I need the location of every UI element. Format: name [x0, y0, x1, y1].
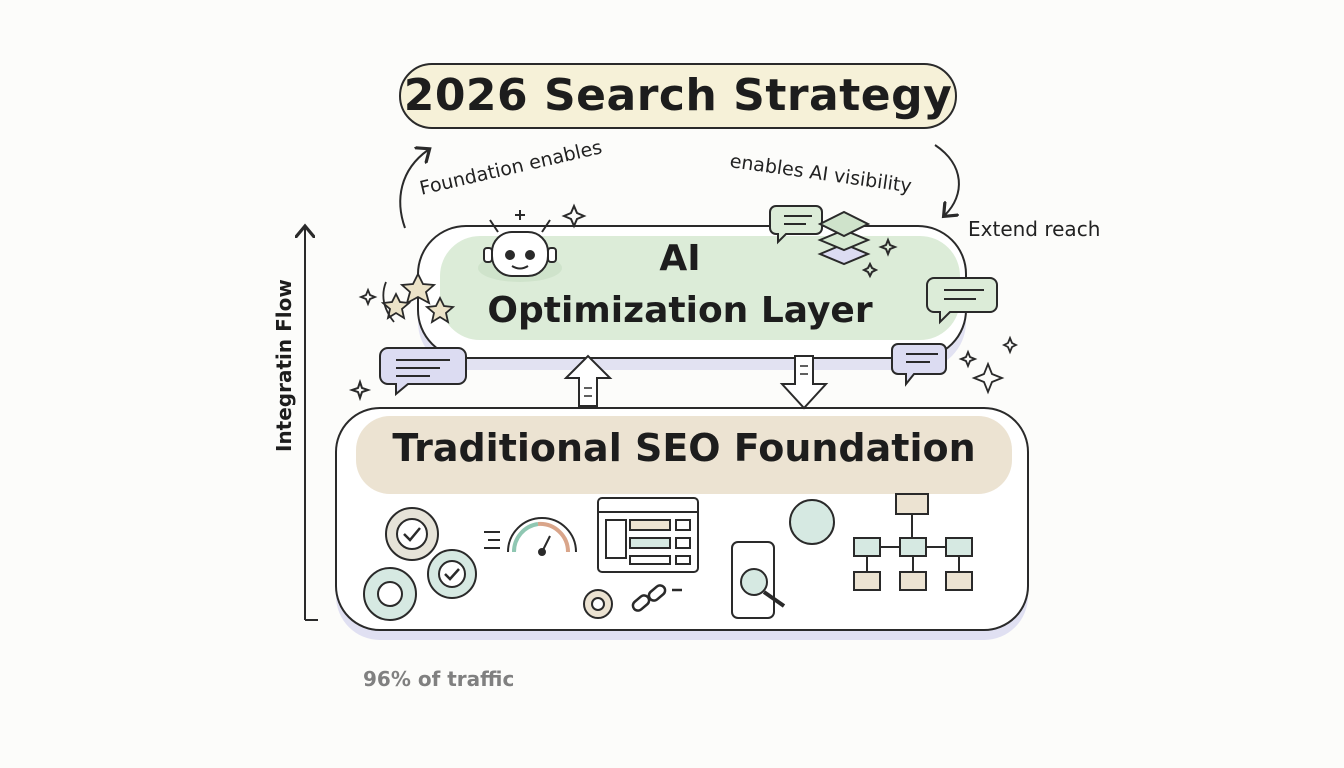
gear-check-icon — [385, 507, 439, 561]
integration-flow-arrow — [305, 228, 318, 621]
traffic-share-label: 96% of traffic — [363, 667, 515, 691]
foundation-enables-arrow — [399, 150, 428, 229]
mobile-search-icon — [731, 541, 786, 619]
speedometer-icon — [484, 517, 577, 556]
gear-right-icon — [789, 499, 835, 545]
sitemap-icon — [853, 493, 973, 591]
diagram-title: 2026 Search Strategy — [403, 70, 953, 121]
chat-bubble-lower-right-icon — [891, 343, 947, 387]
gear-icon — [363, 567, 417, 621]
stars-icon — [358, 271, 456, 324]
extend-reach-label: Extend reach — [968, 217, 1101, 241]
chat-bubble-right-icon — [926, 277, 998, 325]
ai-layer-title-line1: AI — [659, 238, 701, 279]
gear-check-small-icon — [427, 549, 477, 599]
sparkle-right-icon — [958, 335, 1019, 395]
title-banner — [399, 63, 957, 129]
ai-optimization-layer — [417, 225, 967, 370]
stacked-layers-icon — [817, 210, 898, 279]
chat-bubble-icon — [769, 205, 823, 245]
ai-layer-title-line2: Optimization Layer — [487, 290, 873, 331]
down-arrow — [779, 355, 829, 410]
integration-flow-label: Integratin Flow — [272, 279, 296, 452]
seo-layer-title: Traditional SEO Foundation — [392, 426, 976, 470]
chat-bubble-left-icon — [348, 347, 467, 402]
link-icon — [631, 584, 682, 612]
robot-icon — [478, 203, 587, 282]
small-gear-icon — [583, 589, 613, 619]
webpage-icon — [597, 497, 699, 573]
enables-ai-visibility-arrow — [934, 144, 960, 215]
up-arrow — [563, 354, 613, 407]
